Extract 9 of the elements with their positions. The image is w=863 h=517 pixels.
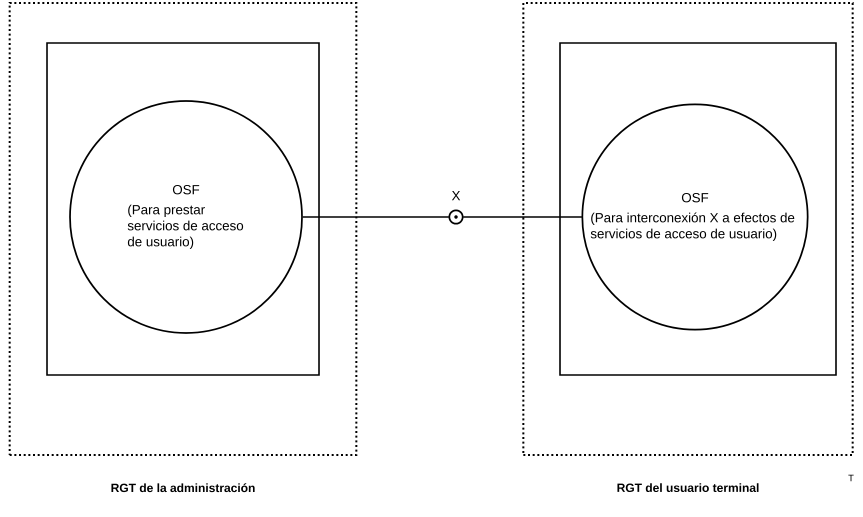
reference-point <box>448 209 464 225</box>
figure-code: T <box>848 474 854 482</box>
connection-line <box>464 216 582 218</box>
system-box <box>559 42 837 376</box>
node-label: RGT de la administración <box>111 483 255 492</box>
connection-line <box>302 216 448 218</box>
system-box <box>46 42 320 376</box>
node-label: RGT del usuario terminal <box>617 483 758 492</box>
point-label: X <box>452 191 460 200</box>
